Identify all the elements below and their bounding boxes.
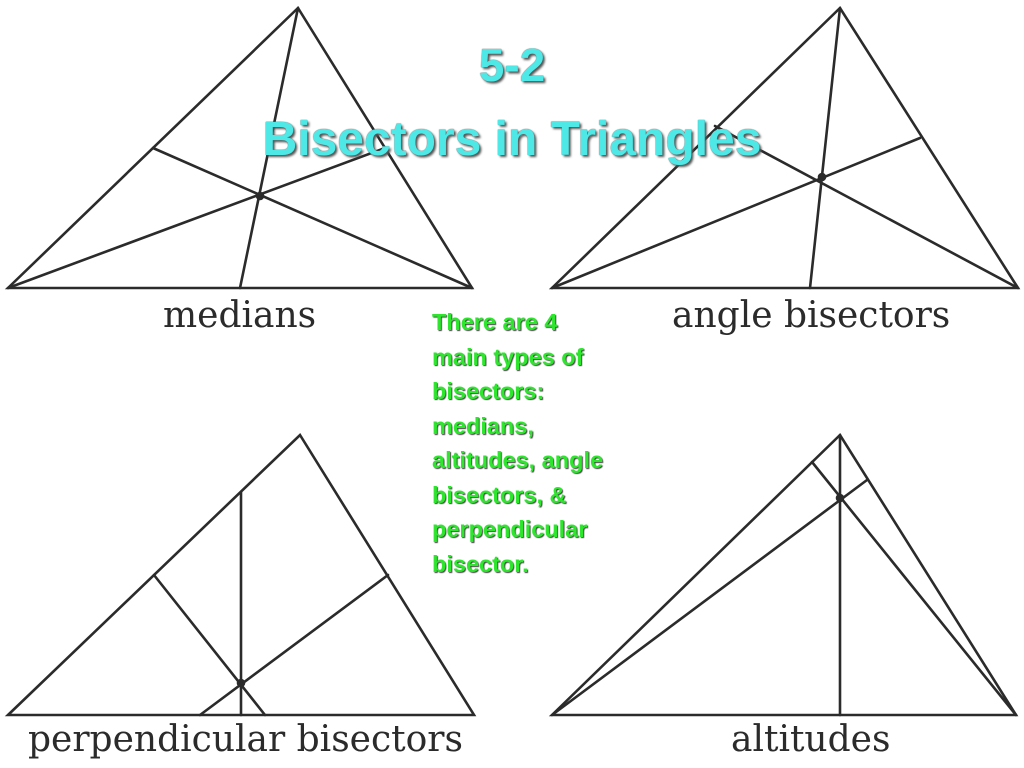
median-line-1 xyxy=(6,146,387,290)
medians-label: medians xyxy=(163,295,317,336)
angle-bisectors-figure xyxy=(548,5,1021,290)
alt-triangle xyxy=(548,432,1019,717)
altitudes-figure xyxy=(548,432,1019,717)
slide-title: Bisectors in Triangles xyxy=(262,113,762,166)
orthocenter-point xyxy=(835,493,845,503)
angle-bisector-1 xyxy=(550,136,922,290)
body-text: There are 4 main types of bisectors: med… xyxy=(432,309,604,577)
circumcenter-point xyxy=(236,678,246,688)
slide-number-title: 5-2 xyxy=(478,39,546,91)
altitudes-label: altitudes xyxy=(731,719,891,760)
altitude-3 xyxy=(810,460,1018,717)
median-line-2 xyxy=(151,146,474,290)
perp-bisector-2 xyxy=(152,573,267,717)
centroid-point xyxy=(255,191,265,201)
angle-bisector-3 xyxy=(808,6,842,290)
altitude-2 xyxy=(550,478,869,717)
medians-figure xyxy=(4,5,475,290)
angle-bisectors-label: angle bisectors xyxy=(672,295,951,336)
median-line-3 xyxy=(238,6,300,290)
perpendicular-bisectors-figure xyxy=(4,432,477,717)
angle-triangle xyxy=(548,5,1021,290)
angle-bisector-2 xyxy=(713,124,1020,290)
perp-bisector-3 xyxy=(198,573,390,717)
perpendicular-bisectors-label: perpendicular bisectors xyxy=(28,719,463,760)
incenter-point xyxy=(817,172,827,182)
